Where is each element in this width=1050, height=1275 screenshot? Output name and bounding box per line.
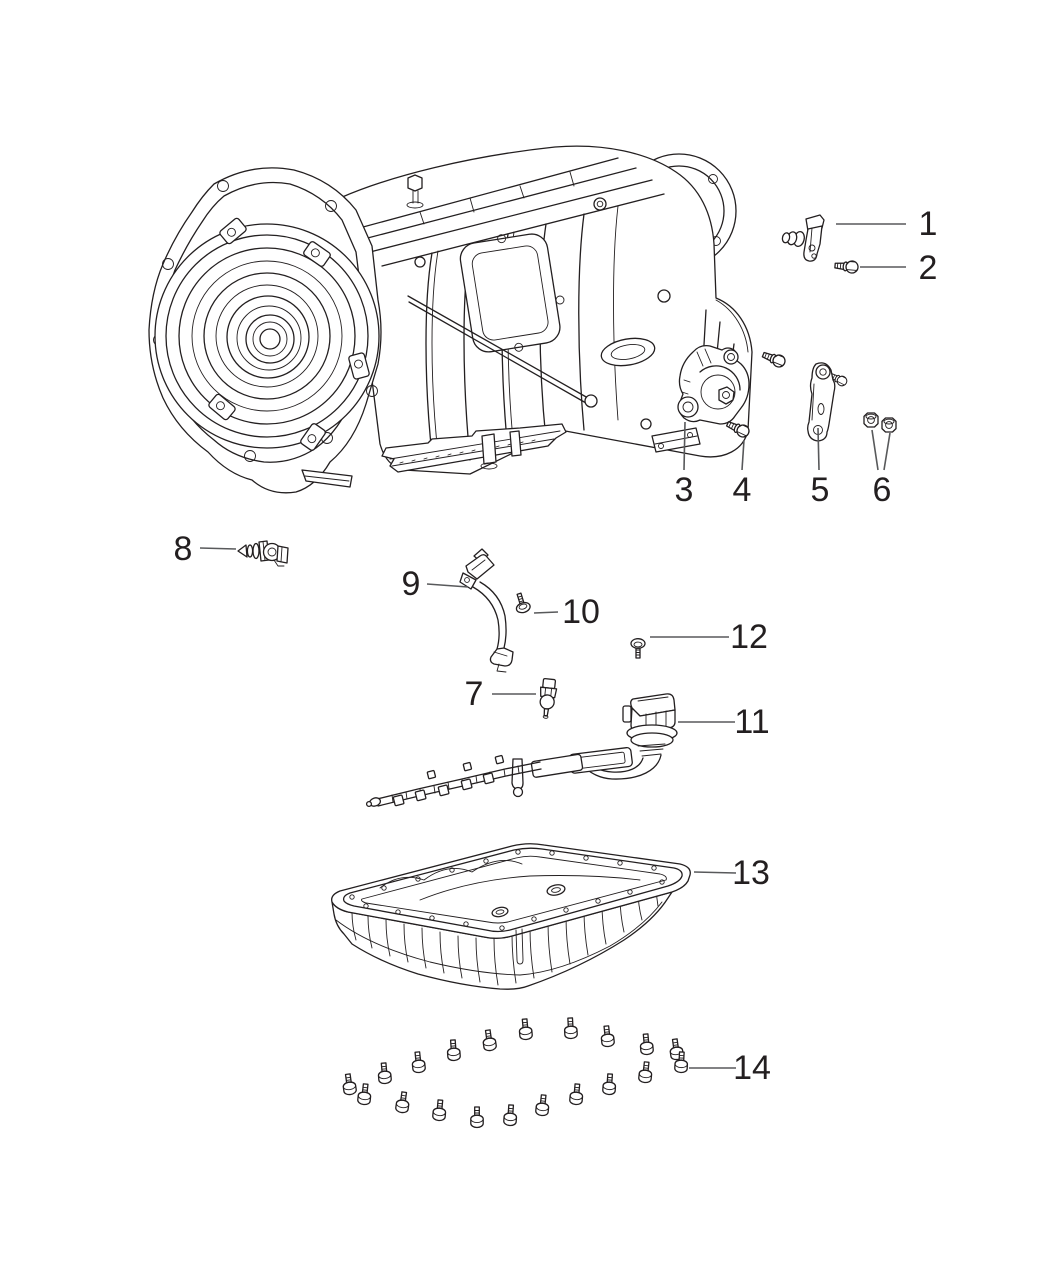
callout-label-13: 13 bbox=[732, 854, 770, 892]
pan-bolt-drawing bbox=[637, 1060, 654, 1084]
callout-label-2: 2 bbox=[919, 249, 938, 287]
pan-bolt-drawing bbox=[568, 1082, 585, 1106]
callout-label-5: 5 bbox=[811, 471, 830, 509]
part-6-drawing bbox=[863, 412, 897, 433]
leader-lines bbox=[199, 223, 906, 1069]
pan-bolt-drawing bbox=[376, 1061, 393, 1085]
callout-label-1: 1 bbox=[919, 205, 938, 243]
pan-bolt-drawing bbox=[563, 1017, 579, 1040]
pan-bolt-drawing bbox=[431, 1098, 448, 1122]
pan-bolt-drawing bbox=[480, 1028, 498, 1052]
pan-bolt-drawing bbox=[517, 1017, 534, 1041]
callout-label-11: 11 bbox=[734, 703, 769, 741]
part-3-drawing bbox=[677, 344, 750, 425]
transmission-assembly-drawing bbox=[148, 145, 788, 494]
pan-rail-drawing bbox=[381, 423, 567, 473]
leader-line-6 bbox=[871, 429, 879, 471]
converter-lugs bbox=[208, 217, 370, 451]
pan-rim-holes bbox=[349, 849, 665, 931]
leader-line-13 bbox=[693, 871, 737, 874]
callout-label-10: 10 bbox=[562, 593, 600, 631]
pan-bolt-drawing bbox=[446, 1038, 462, 1062]
pan-bolt-drawing bbox=[502, 1103, 518, 1127]
callout-label-14: 14 bbox=[733, 1049, 771, 1087]
part-11-drawing bbox=[365, 693, 678, 808]
part-14-drawing bbox=[340, 1017, 689, 1129]
pan-bolt-drawing bbox=[470, 1106, 484, 1129]
leader-line-5 bbox=[817, 427, 820, 471]
pan-bolt-drawing bbox=[601, 1072, 617, 1096]
case-bolt-drawing bbox=[760, 348, 788, 370]
leader-line-6 bbox=[883, 432, 891, 471]
part-2-drawing bbox=[833, 258, 860, 275]
transmission-case-drawing bbox=[339, 145, 753, 475]
leader-line-3 bbox=[683, 421, 686, 471]
torque-converter-drawing bbox=[154, 223, 380, 449]
leader-line-4 bbox=[741, 439, 745, 471]
pan-bolt-drawing bbox=[340, 1072, 358, 1096]
part-10-drawing bbox=[511, 591, 533, 615]
part-1-drawing bbox=[781, 214, 825, 262]
callout-label-9: 9 bbox=[402, 565, 421, 603]
callout-label-7: 7 bbox=[465, 675, 484, 713]
part-9-drawing bbox=[459, 548, 514, 673]
part-12-drawing bbox=[630, 638, 646, 659]
callout-label-6: 6 bbox=[873, 471, 892, 509]
part-5-drawing bbox=[807, 362, 849, 442]
pan-bolt-drawing bbox=[410, 1050, 427, 1074]
callout-label-4: 4 bbox=[733, 471, 752, 509]
leader-line-9 bbox=[426, 583, 469, 588]
pan-bolt-drawing bbox=[356, 1082, 373, 1106]
pan-bolt-drawing bbox=[534, 1093, 551, 1117]
callout-label-8: 8 bbox=[174, 530, 193, 568]
part-13-drawing bbox=[331, 843, 691, 990]
pan-bolt-drawing bbox=[394, 1090, 412, 1114]
callout-label-3: 3 bbox=[675, 471, 694, 509]
bell-housing-drawing bbox=[148, 167, 382, 494]
callout-label-12: 12 bbox=[730, 618, 768, 656]
leader-line-8 bbox=[199, 547, 237, 550]
part-8-drawing bbox=[237, 540, 289, 567]
pan-bolt-drawing bbox=[599, 1024, 616, 1048]
part-7-drawing bbox=[539, 677, 558, 719]
leader-line-10 bbox=[533, 611, 559, 614]
pan-bolt-drawing bbox=[638, 1032, 655, 1056]
